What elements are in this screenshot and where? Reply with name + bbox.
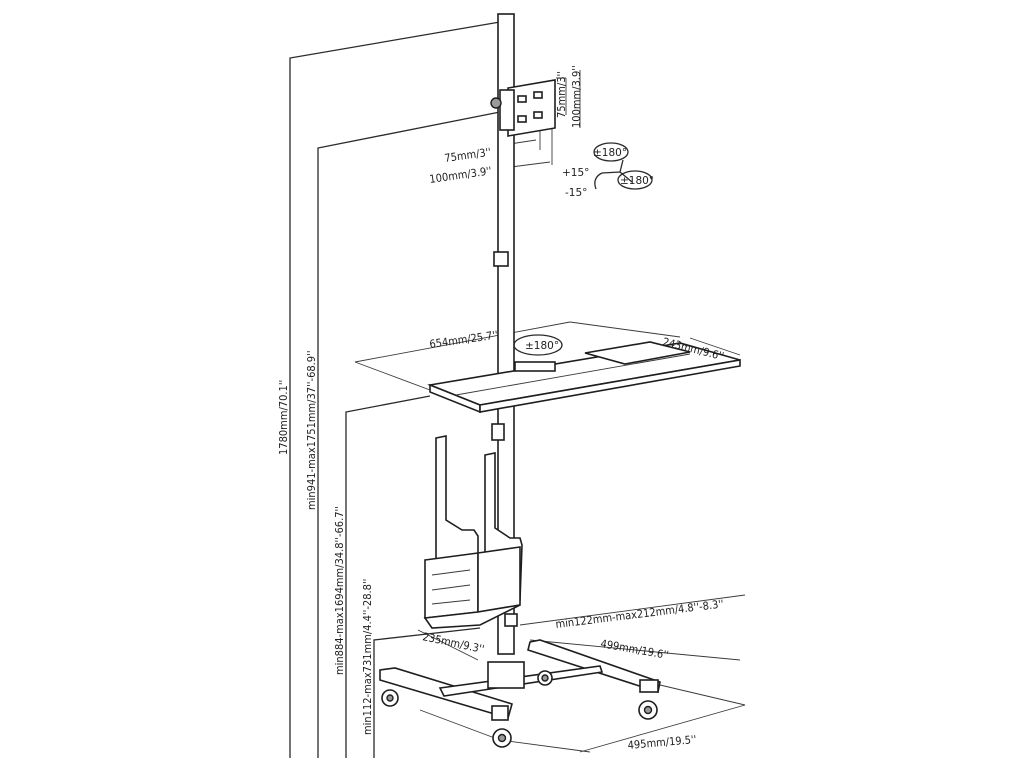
rotate-ellipse [617,170,653,190]
vesa-plate [490,79,556,137]
label-tray-width: 654mm/25.7'' [429,328,499,350]
caster-icon [492,728,512,748]
label-height-total: 1780mm/70.1'' [277,380,290,455]
cpu-holder [423,435,523,629]
cpu-plate-side [477,546,521,613]
label-height-tray: min884-max1694mm/34.8''-66.7'' [333,506,346,675]
label-height-cpu: min112-max731mm/4.4''-28.8'' [361,579,374,735]
label-tilt-down: -15° [565,187,587,199]
label-vesa-h-100: 100mm/3.9'' [570,65,583,128]
cpu-depth-line [417,629,479,661]
cpu-plate-front [424,552,479,619]
frame-cpu-height [373,627,481,758]
mouse-pad [584,341,691,365]
caster-icon [638,700,658,720]
frame-monitor-height [317,111,501,758]
base-rear-leg [527,639,661,694]
label-swivel: ±180° [593,147,627,159]
frame-tray-height [345,395,431,758]
label-tray-swivel: ±180° [525,340,559,352]
cpu-arm-left [435,435,479,567]
base-hub [487,661,525,689]
casters [381,670,658,748]
tray-width-line [354,321,571,363]
swivel-ellipse [593,142,629,162]
label-vesa-w-75: 75mm/3'' [444,146,492,165]
base-width-line [419,709,501,741]
tray-joint [514,361,556,372]
label-cpu-depth: 235mm/9.3'' [421,630,485,656]
rotation-indicator [593,142,653,190]
base [379,639,661,721]
tilt-arrow-icon [594,159,633,190]
dimension-labels: 1780mm/70.1'' min941-max1751mm/37''-68.9… [277,65,725,752]
frame-total-height [289,21,501,758]
label-base-depth: 499mm/19.6'' [599,637,669,662]
caster-icon [537,670,553,686]
keyboard-tray [427,334,741,414]
pole-clamp-lower [491,423,505,441]
tray-swivel-ellipse [513,334,563,356]
label-base-width: 495mm/19.5'' [627,733,697,752]
label-tilt-up: +15° [562,167,589,179]
label-rotate: ±180° [620,175,654,187]
label-vesa-w-100: 100mm/3.9'' [429,164,493,186]
label-height-monitor: min941-max1751mm/37''-68.9'' [305,350,318,510]
label-cpu-width: min122mm-max212mm/4.8''-8.3'' [555,597,725,631]
cpu-width-line [519,594,746,626]
knob-icon [490,97,502,109]
caster-icon [381,689,399,707]
base-depth-line [659,684,746,706]
pole [491,13,515,655]
label-vesa-h-75: 75mm/3'' [555,71,568,118]
pole-body [497,13,515,655]
pole-clamp [493,251,509,267]
tray-depth-line [689,337,741,356]
